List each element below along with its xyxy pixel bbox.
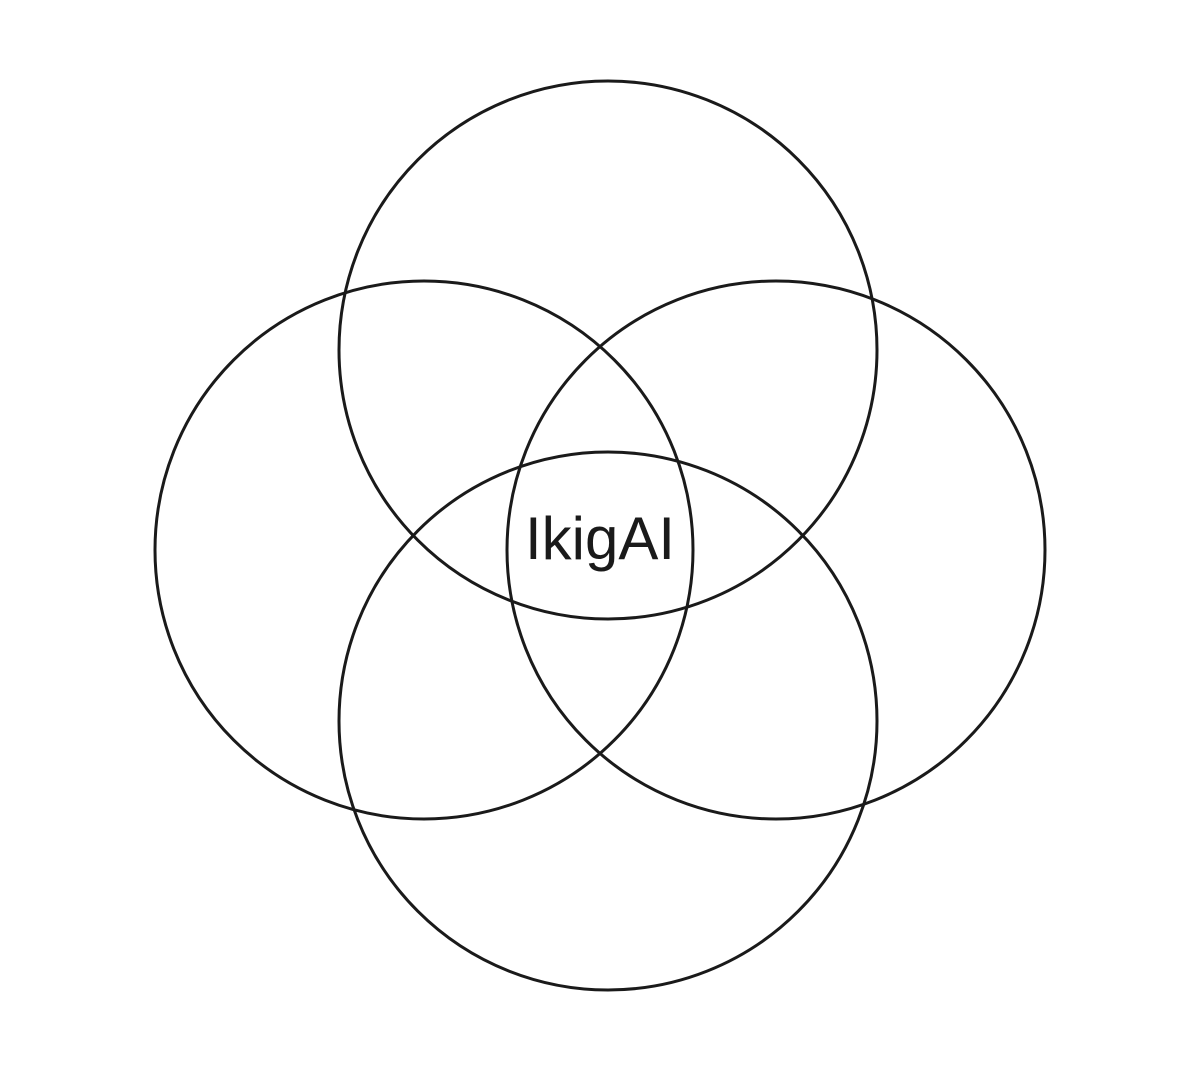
circle-top — [337, 79, 879, 621]
circle-right — [505, 279, 1047, 821]
center-label: IkigAI — [525, 505, 675, 572]
circle-bottom — [337, 450, 879, 992]
circle-left — [153, 279, 695, 821]
